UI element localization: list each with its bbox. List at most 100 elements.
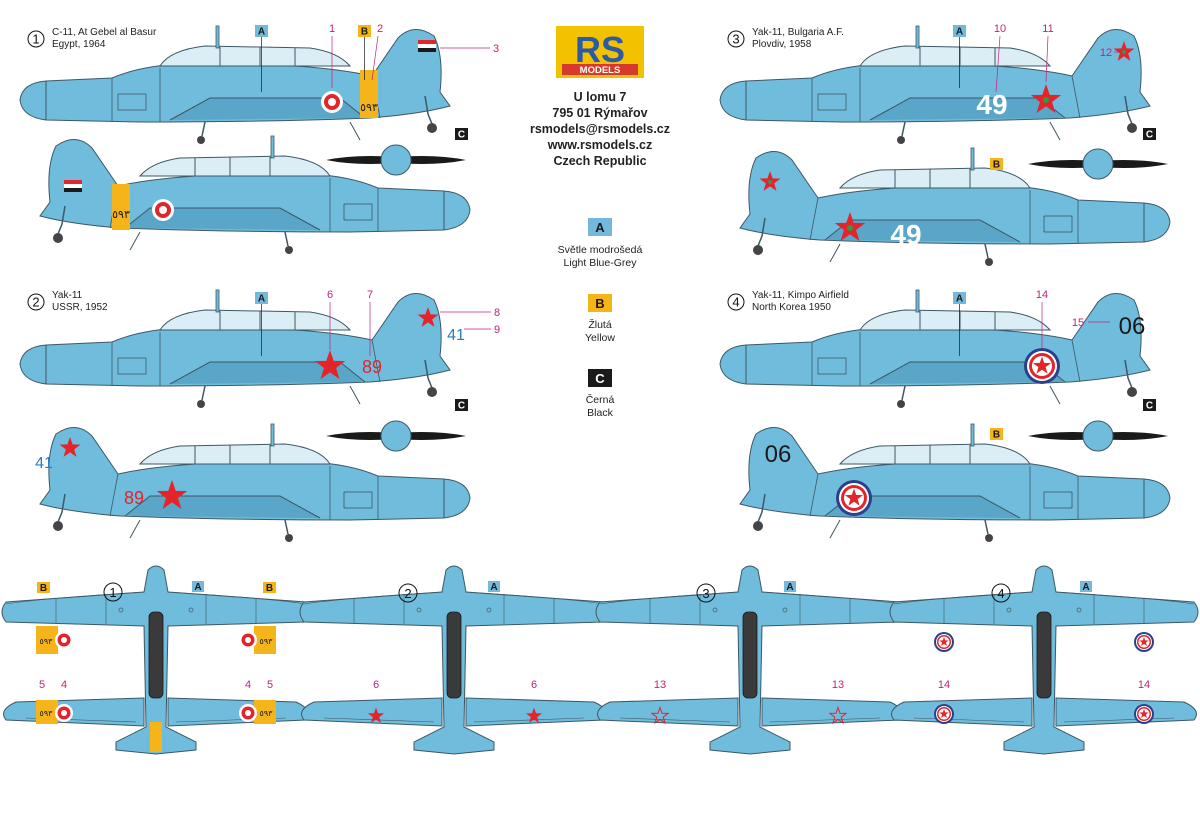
scheme-3-callouts: 10 11 12 — [994, 23, 1120, 93]
scheme-4-chips: A B C — [953, 292, 1156, 441]
svg-text:14: 14 — [1138, 679, 1150, 691]
scheme-3-chips: A B C — [953, 25, 1156, 171]
scheme-2-callouts: 6 7 8 9 — [327, 289, 500, 356]
scheme-4-side-left: 06 — [719, 289, 1151, 409]
plan-view-4: 4 A 14 14 — [889, 565, 1199, 755]
svg-text:A: A — [258, 294, 265, 305]
scheme-2-propeller — [325, 420, 467, 452]
legend-a-czech: Světle modrošedá — [558, 244, 643, 256]
contact-city: 795 01 Rýmařov — [552, 106, 647, 120]
svg-text:A: A — [595, 220, 605, 235]
scheme-2-side-code: 89 — [362, 357, 382, 377]
svg-text:B: B — [993, 430, 1000, 441]
scheme-4-number: 4 — [732, 295, 739, 310]
contact-email: rsmodels@rsmodels.cz — [530, 122, 670, 136]
scheme-3-subtitle: Plovdiv, 1958 — [752, 39, 812, 50]
scheme-2-number: 2 — [32, 295, 39, 310]
svg-text:A: A — [1082, 582, 1089, 593]
contact-web: www.rsmodels.cz — [547, 138, 652, 152]
scheme-1-propeller — [325, 144, 467, 176]
svg-text:9: 9 — [494, 324, 500, 336]
scheme-1-chips: A B C — [255, 25, 468, 141]
scheme-4-tail-code-right: 06 — [765, 441, 792, 468]
scheme-4-title: Yak-11, Kimpo Airfield — [752, 290, 849, 301]
scheme-2-header: 2 Yak-11 USSR, 1952 — [27, 290, 108, 313]
logo-letters: RS — [575, 29, 625, 70]
logo-word: MODELS — [580, 65, 621, 76]
legend-color-a: A Světle modrošedá Light Blue-Grey — [558, 218, 643, 269]
scheme-3-side-code-right: 49 — [890, 219, 921, 250]
svg-text:4: 4 — [997, 586, 1004, 601]
svg-text:A: A — [194, 582, 201, 593]
svg-text:7: 7 — [367, 289, 373, 301]
scheme-3-side-right: 49 — [740, 148, 1170, 266]
svg-text:3: 3 — [702, 586, 709, 601]
svg-text:C: C — [1146, 401, 1153, 412]
svg-text:C: C — [458, 401, 465, 412]
svg-text:B: B — [595, 296, 604, 311]
scheme-1-side-right: ٥٩٣ — [40, 136, 470, 254]
scheme-1-side-code: ٥٩٣ — [360, 102, 378, 114]
svg-text:1: 1 — [329, 23, 335, 35]
svg-text:٥٩٣: ٥٩٣ — [260, 709, 274, 718]
plan-view-1: ٥٩٣ ٥٩٣ ٥٩٣ ٥٩٣ 1 A B B 5 4 4 5 — [1, 565, 311, 755]
svg-text:٥٩٣: ٥٩٣ — [40, 709, 54, 718]
svg-text:12: 12 — [1100, 47, 1112, 59]
scheme-3-side-left: 49 — [719, 25, 1151, 145]
svg-text:C: C — [1146, 130, 1153, 141]
svg-text:3: 3 — [493, 43, 499, 55]
svg-text:B: B — [40, 583, 47, 594]
rs-models-logo: RS MODELS — [556, 26, 644, 78]
legend-color-c: C Černá Black — [586, 369, 615, 419]
contact-country: Czech Republic — [553, 154, 646, 168]
svg-text:٥٩٣: ٥٩٣ — [260, 637, 274, 646]
legend-b-english: Yellow — [585, 332, 615, 344]
scheme-1-side-left: ٥٩٣ — [19, 25, 451, 145]
svg-text:C: C — [458, 130, 465, 141]
scheme-2-tail-code-right: 41 — [35, 455, 53, 472]
scheme-2-chips: A C — [255, 292, 468, 412]
scheme-1-side-code-right: ٥٩٣ — [112, 209, 130, 221]
svg-text:10: 10 — [994, 23, 1006, 35]
svg-text:A: A — [490, 582, 497, 593]
plan-view-2: 2 A 6 6 — [299, 565, 609, 755]
legend-c-czech: Černá — [586, 393, 615, 406]
svg-text:C: C — [595, 371, 605, 386]
svg-text:8: 8 — [494, 307, 500, 319]
svg-text:14: 14 — [938, 679, 950, 691]
svg-text:B: B — [993, 160, 1000, 171]
scheme-4-callouts: 14 15 — [1036, 289, 1110, 348]
scheme-2-tail-code: 41 — [447, 327, 465, 344]
scheme-3-side-code: 49 — [976, 89, 1007, 120]
svg-text:2: 2 — [377, 23, 383, 35]
plan-view-3: 3 A 13 13 — [595, 565, 905, 755]
svg-text:5: 5 — [39, 679, 45, 691]
contact-street: U lomu 7 — [574, 90, 627, 104]
svg-text:1: 1 — [109, 585, 116, 600]
svg-text:B: B — [361, 27, 368, 38]
svg-text:6: 6 — [327, 289, 333, 301]
svg-text:13: 13 — [832, 679, 844, 691]
scheme-1-subtitle: Egypt, 1964 — [52, 39, 106, 50]
svg-text:15: 15 — [1072, 317, 1084, 329]
scheme-3-title: Yak-11, Bulgaria A.F. — [752, 27, 844, 38]
svg-text:٥٩٣: ٥٩٣ — [40, 637, 54, 646]
svg-text:A: A — [956, 294, 963, 305]
legend-c-english: Black — [587, 407, 613, 419]
scheme-1-callouts: 1 2 3 — [329, 23, 499, 88]
svg-text:A: A — [258, 27, 265, 38]
scheme-1-number: 1 — [32, 32, 39, 47]
svg-text:14: 14 — [1036, 289, 1048, 301]
scheme-2-side-code-right: 89 — [124, 488, 144, 508]
scheme-4-header: 4 Yak-11, Kimpo Airfield North Korea 195… — [727, 290, 849, 313]
scheme-4-tail-code: 06 — [1119, 313, 1146, 340]
legend-color-b: B Žlutá Yellow — [585, 294, 615, 344]
legend-a-english: Light Blue-Grey — [564, 257, 638, 269]
contact-block: U lomu 7 795 01 Rýmařov rsmodels@rsmodel… — [530, 90, 670, 168]
scheme-2-side-right: 89 41 — [35, 424, 470, 542]
scheme-1-header: 1 C-11, At Gebel al Basur Egypt, 1964 — [27, 27, 157, 50]
scheme-2-side-left: 89 41 — [19, 289, 465, 409]
svg-text:A: A — [956, 27, 963, 38]
svg-text:11: 11 — [1042, 23, 1053, 35]
